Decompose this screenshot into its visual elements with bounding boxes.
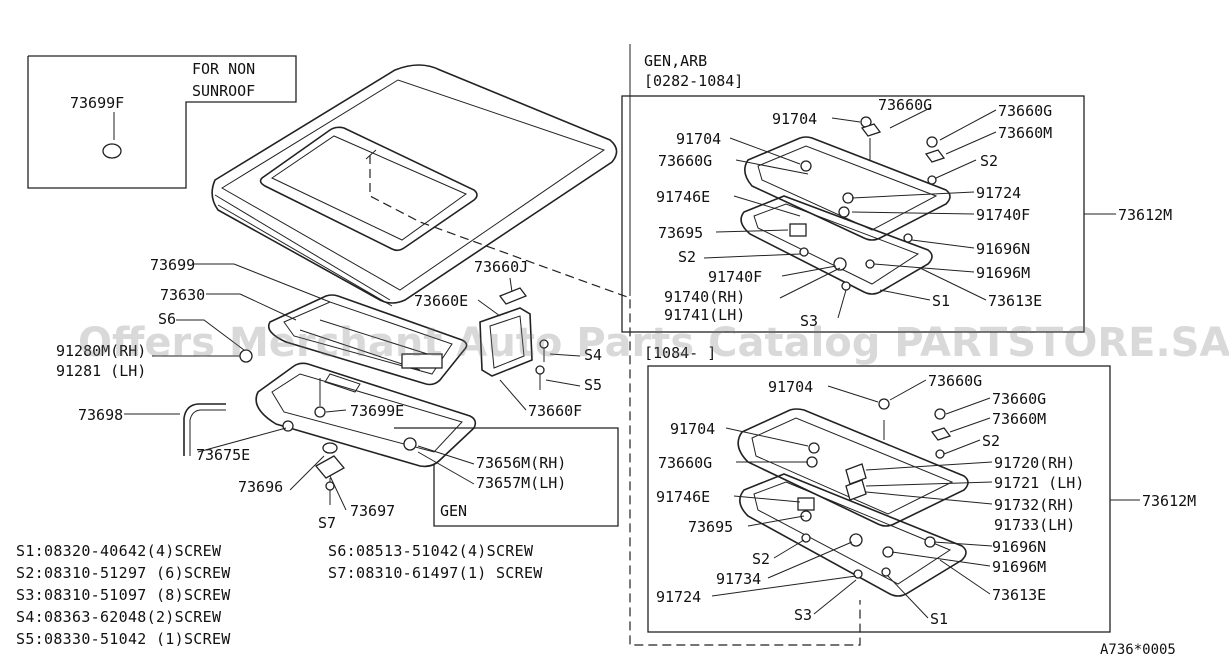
label-lower-91721[interactable]: 91721 (LH) — [994, 474, 1084, 492]
label-lower-73695[interactable]: 73695 — [688, 518, 733, 536]
label-73697[interactable]: 73697 — [350, 502, 395, 520]
label-73675e[interactable]: 73675E — [196, 446, 250, 464]
label-gen: GEN — [440, 502, 467, 520]
label-upper-s1[interactable]: S1 — [932, 292, 950, 310]
watermark: Offers Merchant Auto Parts Catalog PARTS… — [78, 320, 1229, 366]
legend-s4: S4:08363-62048(2)SCREW — [16, 608, 222, 626]
non-sunroof-note-line1: FOR NON — [192, 60, 255, 78]
label-lower-91720[interactable]: 91720(RH) — [994, 454, 1075, 472]
label-lower-s3[interactable]: S3 — [794, 606, 812, 624]
label-73630[interactable]: 73630 — [160, 286, 205, 304]
screw-legend: S1:08320-40642(4)SCREW S2:08310-51297 (6… — [16, 542, 543, 648]
frame-bracket — [401, 353, 443, 369]
label-lower-91704-top[interactable]: 91704 — [768, 378, 813, 396]
gen-box — [394, 427, 619, 527]
upper-panel-header: GEN,ARB — [644, 52, 707, 70]
washer-73697 — [314, 455, 346, 479]
lower-panel-date-range: [1084- ] — [644, 344, 716, 362]
legend-s5: S5:08330-51042 (1)SCREW — [16, 630, 231, 648]
label-91280m[interactable]: 91280M(RH) — [56, 342, 146, 360]
label-lower-73613e[interactable]: 73613E — [992, 586, 1046, 604]
seal-73698 — [183, 403, 226, 456]
label-upper-91696m[interactable]: 91696M — [976, 264, 1030, 282]
legend-s7: S7:08310-61497(1) SCREW — [328, 564, 543, 582]
label-lower-91746e[interactable]: 91746E — [656, 488, 710, 506]
label-lower-73660m[interactable]: 73660M — [992, 410, 1046, 428]
label-upper-91696n[interactable]: 91696N — [976, 240, 1030, 258]
label-73660e[interactable]: 73660E — [414, 292, 468, 310]
label-upper-73660g-left[interactable]: 73660G — [658, 152, 712, 170]
label-upper-s2-left[interactable]: S2 — [678, 248, 696, 266]
roof-panel — [211, 64, 618, 307]
label-upper-73612m[interactable]: 73612M — [1118, 206, 1172, 224]
label-lower-91733[interactable]: 91733(LH) — [994, 516, 1075, 534]
label-s5[interactable]: S5 — [584, 376, 602, 394]
plug-73699f — [102, 143, 122, 159]
label-upper-73695[interactable]: 73695 — [658, 224, 703, 242]
label-upper-73660m[interactable]: 73660M — [998, 124, 1052, 142]
label-lower-91696n[interactable]: 91696N — [992, 538, 1046, 556]
label-73699f[interactable]: 73699F — [70, 94, 124, 112]
label-upper-91704-top[interactable]: 91704 — [772, 110, 817, 128]
grommet-73696 — [322, 442, 338, 454]
label-lower-73612m[interactable]: 73612M — [1142, 492, 1196, 510]
label-lower-91734[interactable]: 91734 — [716, 570, 761, 588]
label-lower-s1[interactable]: S1 — [930, 610, 948, 628]
label-lower-91724[interactable]: 91724 — [656, 588, 701, 606]
clip-73675e — [282, 420, 294, 432]
label-upper-91740f-right[interactable]: 91740F — [976, 206, 1030, 224]
label-73696[interactable]: 73696 — [238, 478, 283, 496]
label-lower-91696m[interactable]: 91696M — [992, 558, 1046, 576]
non-sunroof-note-line2: SUNROOF — [192, 82, 255, 100]
label-73699[interactable]: 73699 — [150, 256, 195, 274]
upper-panel-date-range: [0282-1084] — [644, 72, 743, 90]
label-upper-91704-left[interactable]: 91704 — [676, 130, 721, 148]
label-lower-73660g-right[interactable]: 73660G — [992, 390, 1046, 408]
label-upper-91740rh[interactable]: 91740(RH) — [664, 288, 745, 306]
legend-s6: S6:08513-51042(4)SCREW — [328, 542, 534, 560]
label-73656m[interactable]: 73656M(RH) — [476, 454, 566, 472]
diagram-code: A736*0005 — [1100, 642, 1176, 658]
label-upper-s3[interactable]: S3 — [800, 312, 818, 330]
label-upper-91741lh[interactable]: 91741(LH) — [664, 306, 745, 324]
label-s6[interactable]: S6 — [158, 310, 176, 328]
label-lower-s2-right[interactable]: S2 — [982, 432, 1000, 450]
label-73657m[interactable]: 73657M(LH) — [476, 474, 566, 492]
lower-variant-panel: [1084- ] 91704 73660G 73660G 73660M 9170… — [644, 344, 1196, 633]
label-s7[interactable]: S7 — [318, 514, 336, 532]
label-91281[interactable]: 91281 (LH) — [56, 362, 146, 380]
legend-s3: S3:08310-51097 (8)SCREW — [16, 586, 231, 604]
label-upper-73660g-right[interactable]: 73660G — [998, 102, 1052, 120]
dashed-reference-line — [369, 155, 861, 646]
label-73698[interactable]: 73698 — [78, 406, 123, 424]
label-lower-73660g-top[interactable]: 73660G — [928, 372, 982, 390]
label-upper-s2-right[interactable]: S2 — [980, 152, 998, 170]
label-lower-73660g-left[interactable]: 73660G — [658, 454, 712, 472]
label-73660j[interactable]: 73660J — [474, 258, 528, 276]
part-73656m — [403, 437, 417, 451]
legend-s2: S2:08310-51297 (6)SCREW — [16, 564, 231, 582]
upper-variant-panel: GEN,ARB [0282-1084] 91704 73660G 73660G … — [621, 44, 1172, 333]
label-73699e[interactable]: 73699E — [350, 402, 404, 420]
label-73660f[interactable]: 73660F — [528, 402, 582, 420]
label-s4[interactable]: S4 — [584, 346, 602, 364]
label-lower-91704-left[interactable]: 91704 — [670, 420, 715, 438]
clip-73660j — [498, 287, 528, 305]
label-upper-73660g-top[interactable]: 73660G — [878, 96, 932, 114]
label-lower-s2-left[interactable]: S2 — [752, 550, 770, 568]
label-upper-73613e[interactable]: 73613E — [988, 292, 1042, 310]
label-upper-91724[interactable]: 91724 — [976, 184, 1021, 202]
plug-73699e — [314, 406, 326, 418]
main-leader-lines — [124, 263, 581, 511]
motor-bracket-assembly — [479, 287, 549, 390]
non-sunroof-inset: FOR NON SUNROOF 73699F — [27, 55, 297, 189]
sunroof-frame — [267, 294, 468, 386]
label-lower-91732[interactable]: 91732(RH) — [994, 496, 1075, 514]
label-upper-91746e[interactable]: 91746E — [656, 188, 710, 206]
label-upper-91740f-left[interactable]: 91740F — [708, 268, 762, 286]
legend-s1: S1:08320-40642(4)SCREW — [16, 542, 222, 560]
